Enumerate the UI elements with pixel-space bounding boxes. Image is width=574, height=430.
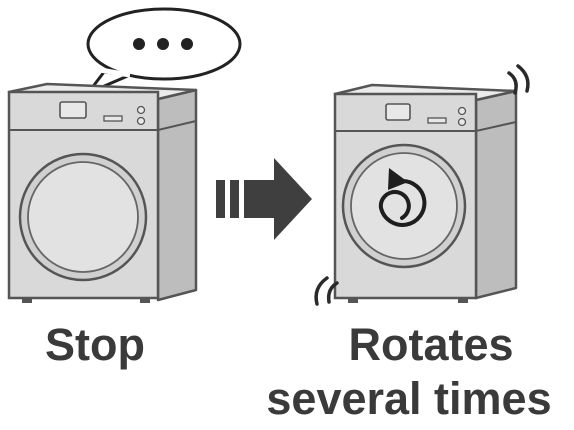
stop-label: Stop [45, 319, 145, 370]
speech-bubble-ellipsis-icon [86, 7, 242, 95]
vibration-marks-icon [314, 64, 530, 306]
right-arrow-icon [216, 158, 312, 240]
washing-machine-rotating [333, 83, 518, 303]
washing-machine-stopped [7, 82, 198, 303]
rotates-label-line-1: Rotates [348, 319, 514, 370]
rotate-clockwise-icon [378, 168, 427, 227]
rotates-label-line-2: several times [266, 373, 552, 424]
